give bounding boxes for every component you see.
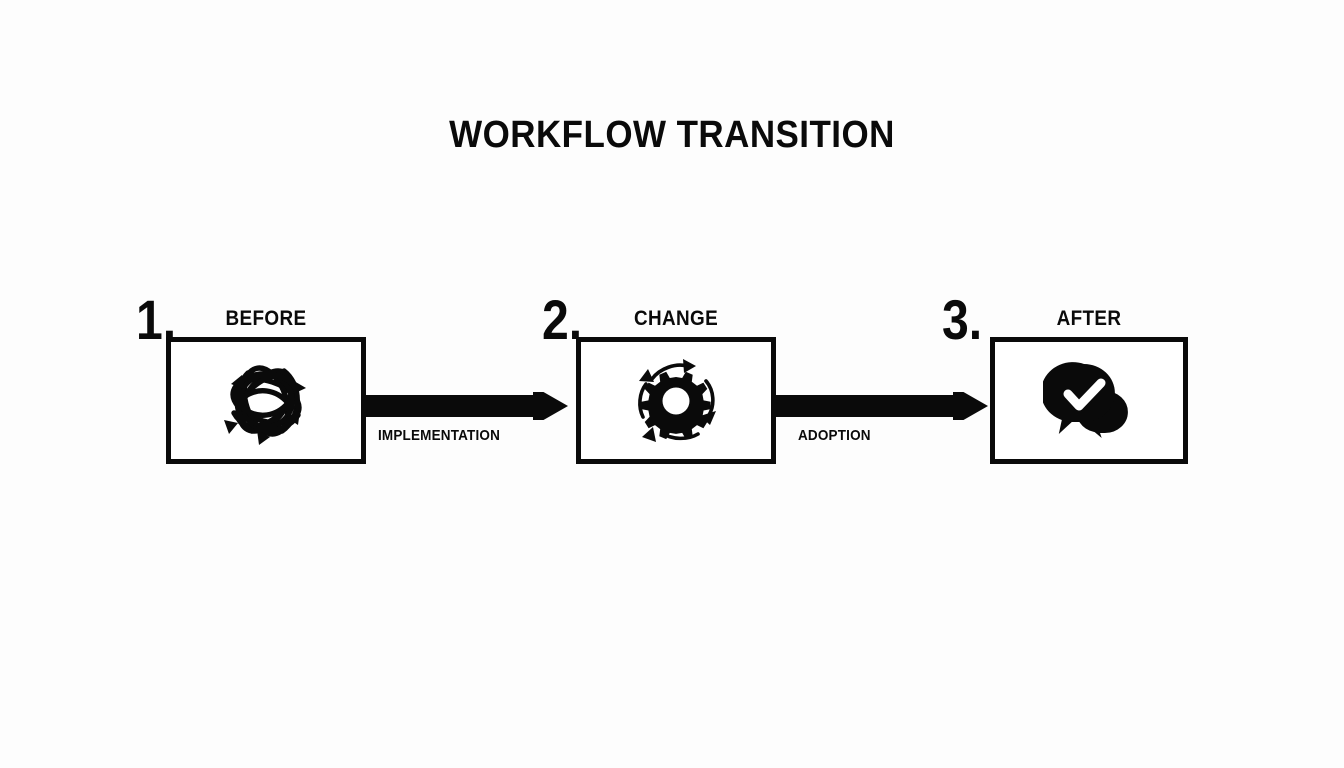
tangled-arrows-icon (224, 364, 306, 445)
step-1-label: BEFORE (225, 307, 307, 330)
gear-rotating-arrows-icon (638, 358, 716, 442)
arrow-right-icon (366, 392, 568, 420)
step-1: 1. BEFORE (136, 292, 366, 464)
connector-2-label: ADOPTION (798, 427, 871, 444)
connector-1: IMPLEMENTATION (366, 392, 568, 444)
step-2: 2. CHANGE (542, 292, 776, 464)
step-3-box[interactable] (990, 337, 1188, 464)
step-3: 3. AFTER (942, 292, 1188, 464)
step-2-number: 2. (542, 288, 583, 351)
arrow-right-icon (776, 392, 988, 420)
step-1-box[interactable] (166, 337, 366, 464)
connector-1-label: IMPLEMENTATION (378, 427, 501, 444)
chat-bubbles-check-icon (1043, 361, 1132, 446)
step-2-label: CHANGE (633, 307, 719, 330)
page-title: WORKFLOW TRANSITION (449, 114, 895, 156)
connector-2: ADOPTION (776, 392, 988, 444)
step-2-box[interactable] (576, 337, 776, 464)
step-3-number: 3. (942, 288, 983, 351)
step-3-label: AFTER (1056, 307, 1122, 330)
